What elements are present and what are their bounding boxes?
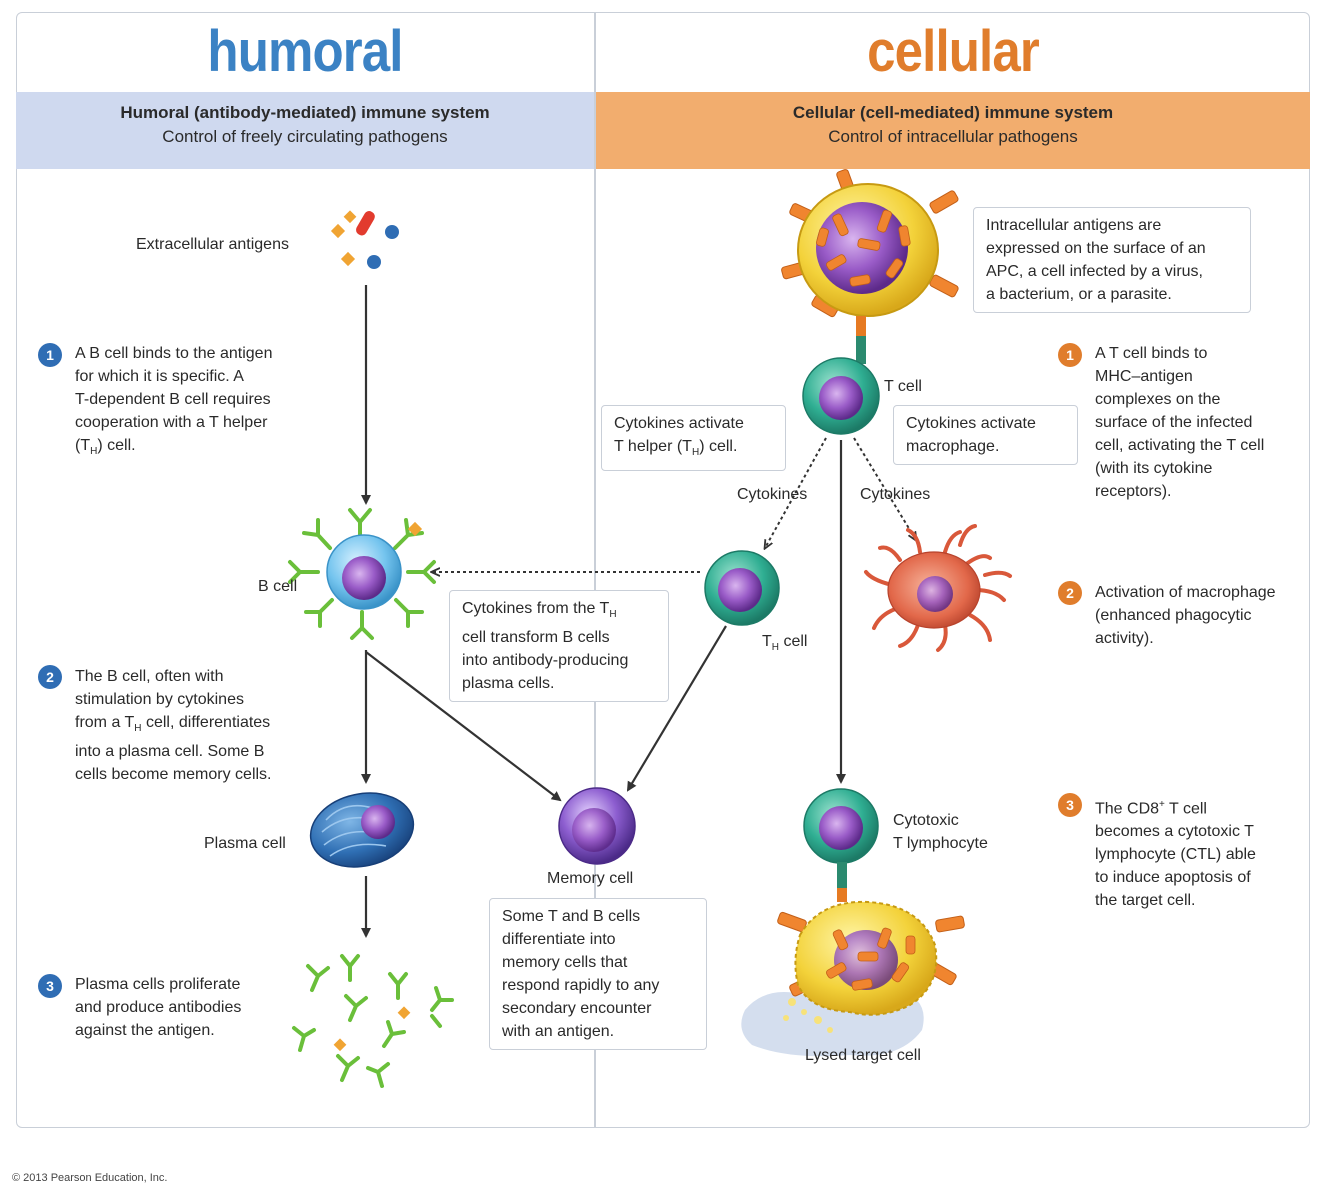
humoral-title: humoral [207,19,403,84]
memory-cell-label: Memory cell [547,870,634,887]
macrophage-icon [864,524,1012,652]
cellular-title: cellular [867,19,1040,84]
plasma-cell-label: Plasma cell [204,835,286,852]
arrow-tcell-to-th [765,437,827,548]
figure-frame [16,12,1310,1128]
cellular-step-1-badge: 1 [1058,343,1082,367]
b-cell-icon [288,508,436,640]
extracellular-antigens-label: Extracellular antigens [136,236,289,253]
t-cell-icon [802,357,880,435]
humoral-header-line2: Control of freely circulating pathogens [162,127,448,146]
copyright-notice: © 2013 Pearson Education, Inc. [12,1172,168,1184]
humoral-step-3-badge: 3 [38,974,62,998]
cellular-step-3-badge: 3 [1058,793,1082,817]
lysed-target-cell-icon [741,900,965,1057]
cytokines-activate-th-box: Cytokines activate T helper (TH) cell. [601,405,786,472]
th-cell-label: TH cell [762,633,808,654]
arrow-th-to-memory [626,625,727,792]
cellular-step-2-text: Activation of macrophage(enhanced phagoc… [1095,584,1276,647]
cytotoxic-t-cell-icon [803,788,879,902]
cytokines-label-left: Cytokines [737,486,808,503]
humoral-step-1-badge: 1 [38,343,62,367]
humoral-step-2-badge: 2 [38,665,62,689]
memory-cell-icon [558,787,636,865]
cellular-header: Cellular (cell-mediated) immune system C… [596,92,1310,169]
arrow-tcell-to-macrophage [853,437,916,540]
cytokines-label-right: Cytokines [860,486,931,503]
column-divider [594,12,596,1128]
cellular-header-line2: Control of intracellular pathogens [828,127,1078,146]
humoral-header: Humoral (antibody-mediated) immune syste… [16,92,594,169]
humoral-header-line1: Humoral (antibody-mediated) immune syste… [120,103,490,122]
plasma-cell-icon [309,792,415,868]
infected-apc-icon [781,169,959,364]
cytokines-transform-box: Cytokines from the TH cell transform B c… [449,590,669,703]
lysed-target-cell-label: Lysed target cell [805,1047,921,1064]
b-cell-label: B cell [258,578,298,595]
arrow-bcell-to-memory [365,651,562,802]
cellular-step-2-badge: 2 [1058,581,1082,605]
antibodies-icon [292,954,454,1088]
extracellular-antigens-icon [330,210,399,269]
t-cell-label: T cell [884,378,922,395]
cellular-header-line1: Cellular (cell-mediated) immune system [792,103,1114,122]
th-cell-icon [704,550,780,626]
